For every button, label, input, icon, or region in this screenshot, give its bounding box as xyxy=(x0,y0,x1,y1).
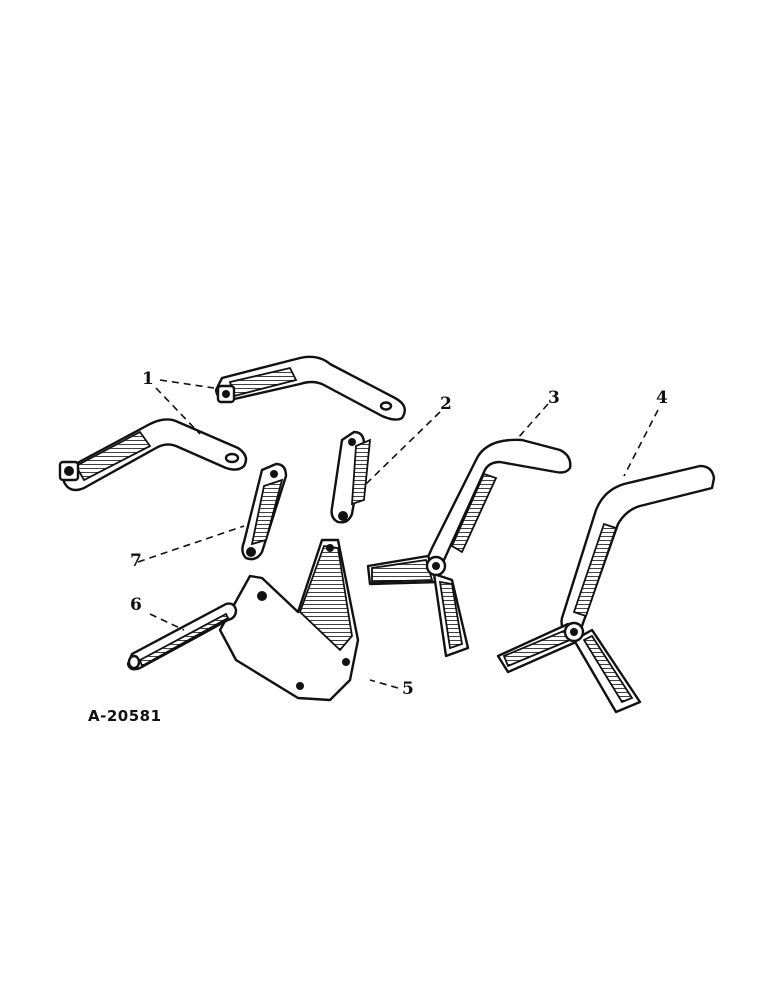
callout-2: 2 xyxy=(440,394,452,414)
callout-5: 5 xyxy=(402,679,414,699)
leader-lines xyxy=(137,379,659,689)
part-7-link xyxy=(241,462,288,561)
part-2-link xyxy=(330,430,372,524)
part-4-tine xyxy=(496,464,716,714)
callout-6: 6 xyxy=(130,595,142,615)
part-5-bracket xyxy=(218,538,360,702)
callout-1: 1 xyxy=(142,369,154,389)
part-6-pin xyxy=(126,602,238,671)
part-1-arm-upper xyxy=(214,355,406,421)
part-3-tine xyxy=(366,438,572,658)
part-1-arm-lower xyxy=(58,418,248,492)
figure-id-label: A-20581 xyxy=(88,707,162,725)
callout-labels: 1 2 3 4 5 6 7 xyxy=(130,369,668,699)
callout-7: 7 xyxy=(130,551,142,571)
callout-4: 4 xyxy=(656,388,668,408)
callout-3: 3 xyxy=(548,388,560,408)
